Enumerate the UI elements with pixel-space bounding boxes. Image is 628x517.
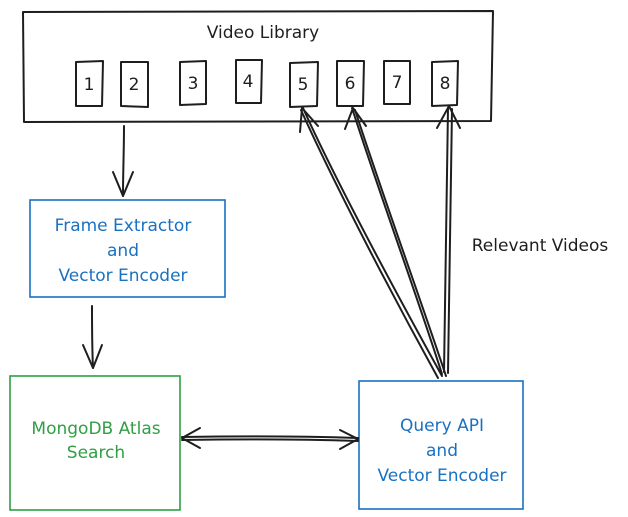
video-number: 7 xyxy=(392,73,403,93)
video-tile-6: 6 xyxy=(336,60,365,107)
frame-extractor-label-line3: Vector Encoder xyxy=(58,266,187,286)
video-library-box xyxy=(22,10,494,123)
query-api-label-line1: Query API xyxy=(400,416,484,436)
video-number: 6 xyxy=(345,74,356,94)
video-library-title: Video Library xyxy=(207,23,319,43)
video-number: 3 xyxy=(188,74,199,94)
atlas-search-node: MongoDB Atlas Search xyxy=(9,375,181,511)
video-tile-5: 5 xyxy=(289,61,319,108)
video-number: 5 xyxy=(298,75,309,95)
arrow-query-to-video-6 xyxy=(344,107,447,377)
query-api-box xyxy=(358,380,524,510)
arrow-extractor-to-atlas xyxy=(82,305,103,369)
frame-extractor-label-line1: Frame Extractor xyxy=(55,216,192,236)
atlas-search-label-line1: MongoDB Atlas xyxy=(31,419,160,439)
relevant-videos-label: Relevant Videos xyxy=(472,236,609,256)
arrow-library-to-extractor xyxy=(112,125,134,197)
frame-extractor-label-line2: and xyxy=(107,241,139,261)
video-tile-8: 8 xyxy=(431,60,459,107)
atlas-search-box xyxy=(9,375,181,511)
video-tile-7: 7 xyxy=(383,60,411,105)
arrow-atlas-query-bidirectional xyxy=(181,427,359,450)
arrow-query-to-video-5 xyxy=(299,107,443,379)
frame-extractor-node: Frame Extractor and Vector Encoder xyxy=(29,199,226,298)
video-library: Video Library 1 2 3 4 5 6 7 xyxy=(22,10,494,123)
video-tile-1: 1 xyxy=(75,60,104,107)
atlas-search-label-line2: Search xyxy=(67,443,125,463)
frame-extractor-box xyxy=(29,199,226,298)
video-number: 2 xyxy=(129,75,140,95)
video-number: 8 xyxy=(440,74,451,94)
query-api-label-line2: and xyxy=(426,441,458,461)
query-api-node: Query API and Vector Encoder xyxy=(358,380,524,510)
video-number: 4 xyxy=(243,72,254,92)
video-tile-2: 2 xyxy=(120,61,149,108)
query-api-label-line3: Vector Encoder xyxy=(377,466,506,486)
video-tile-3: 3 xyxy=(179,60,207,106)
arrow-query-to-video-8 xyxy=(436,105,461,374)
video-tile-4: 4 xyxy=(235,59,263,104)
video-number: 1 xyxy=(84,75,95,95)
